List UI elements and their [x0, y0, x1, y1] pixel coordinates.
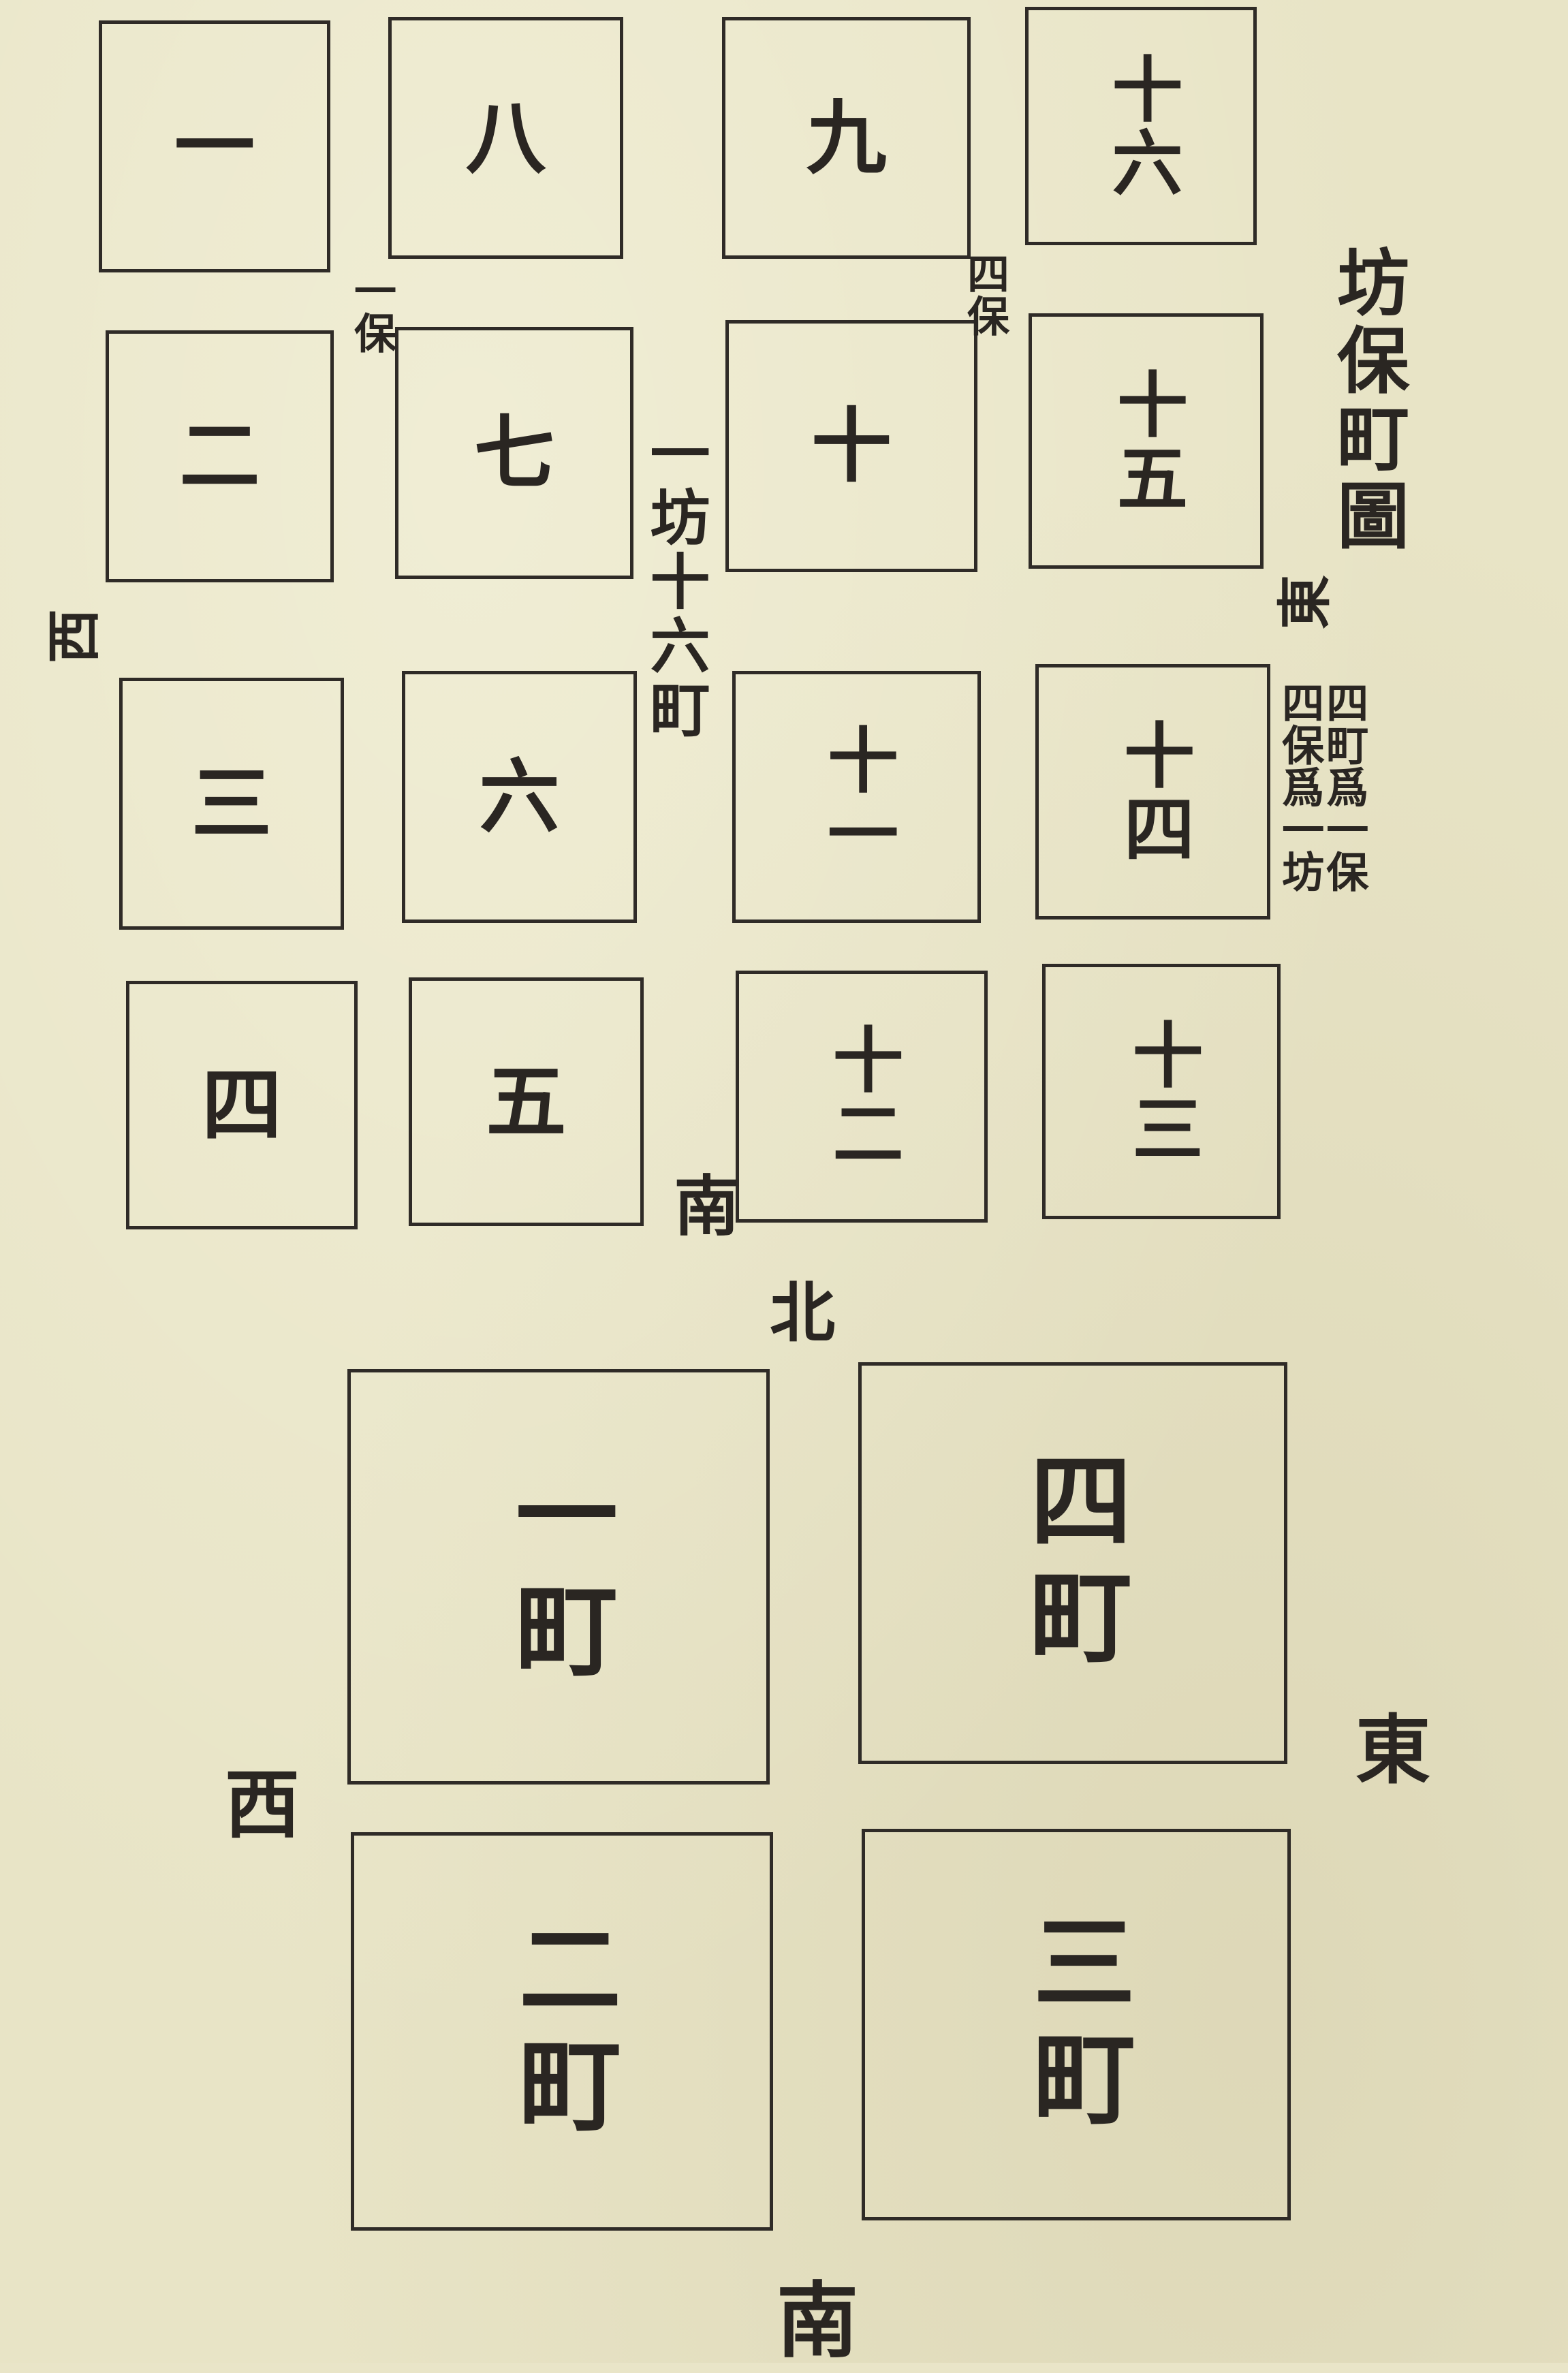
- block-label: 十五: [1104, 367, 1189, 515]
- block-label: 五: [486, 1054, 567, 1149]
- block-label: 六: [479, 749, 560, 844]
- upper-block-4: 四: [126, 981, 358, 1229]
- block-label: 十四: [1111, 718, 1195, 866]
- upper-block-10: 十: [725, 320, 977, 572]
- lower-west-label: 西: [225, 1761, 300, 1849]
- block-label: 一町: [498, 1461, 618, 1693]
- north-label: 北: [770, 1274, 835, 1351]
- block-label: 七: [473, 405, 554, 500]
- block-label: 二: [179, 409, 260, 503]
- block-label: 三町: [1016, 1908, 1136, 2141]
- south-label: 南: [663, 1172, 740, 1237]
- upper-block-8: 八: [388, 17, 623, 259]
- upper-block-13: 十三: [1042, 964, 1281, 1219]
- upper-block-5: 五: [409, 977, 644, 1226]
- upper-block-9: 九: [722, 17, 971, 259]
- east-note-label: 東: [1276, 574, 1330, 638]
- upper-block-6: 六: [402, 671, 637, 923]
- upper-block-7: 七: [395, 327, 633, 579]
- upper-block-2: 二: [106, 330, 334, 582]
- lower-south-label: 南: [777, 2273, 858, 2369]
- bao-one-label: 一保: [347, 269, 396, 353]
- upper-block-1: 一: [99, 20, 330, 272]
- block-label: 十三: [1120, 1018, 1204, 1165]
- block-label: 十: [811, 398, 892, 493]
- block-label: 十二: [820, 1023, 904, 1170]
- block-label: 十六: [1099, 52, 1183, 200]
- upper-block-16: 十六: [1025, 7, 1257, 245]
- lower-block-3: 三町: [862, 1829, 1291, 2220]
- upper-west-label: 西: [45, 608, 99, 672]
- block-label: 十一: [815, 723, 899, 870]
- bao-four-label: 四保: [960, 252, 1009, 336]
- block-label: 二町: [501, 1915, 622, 2148]
- upper-block-11: 十一: [732, 671, 981, 923]
- lower-east-label: 東: [1355, 1706, 1430, 1794]
- diagram-title: 坊保町圖: [1325, 245, 1410, 556]
- upper-block-14: 十四: [1035, 664, 1270, 920]
- one-fang-label: 一坊十六町: [640, 422, 711, 742]
- block-label: 四町: [1012, 1447, 1133, 1679]
- upper-block-15: 十五: [1029, 313, 1264, 569]
- block-label: 四: [201, 1057, 282, 1152]
- block-label: 九: [806, 90, 887, 185]
- lower-block-1: 一町: [347, 1369, 770, 1785]
- upper-block-12: 十二: [736, 971, 988, 1223]
- lower-block-2: 二町: [351, 1832, 773, 2231]
- block-label: 一: [174, 99, 255, 193]
- side-note-label: 四町爲一保四保爲一坊: [1274, 681, 1369, 892]
- block-label: 三: [191, 756, 272, 851]
- block-label: 八: [465, 90, 546, 185]
- upper-block-3: 三: [119, 678, 344, 930]
- lower-block-4: 四町: [858, 1362, 1287, 1764]
